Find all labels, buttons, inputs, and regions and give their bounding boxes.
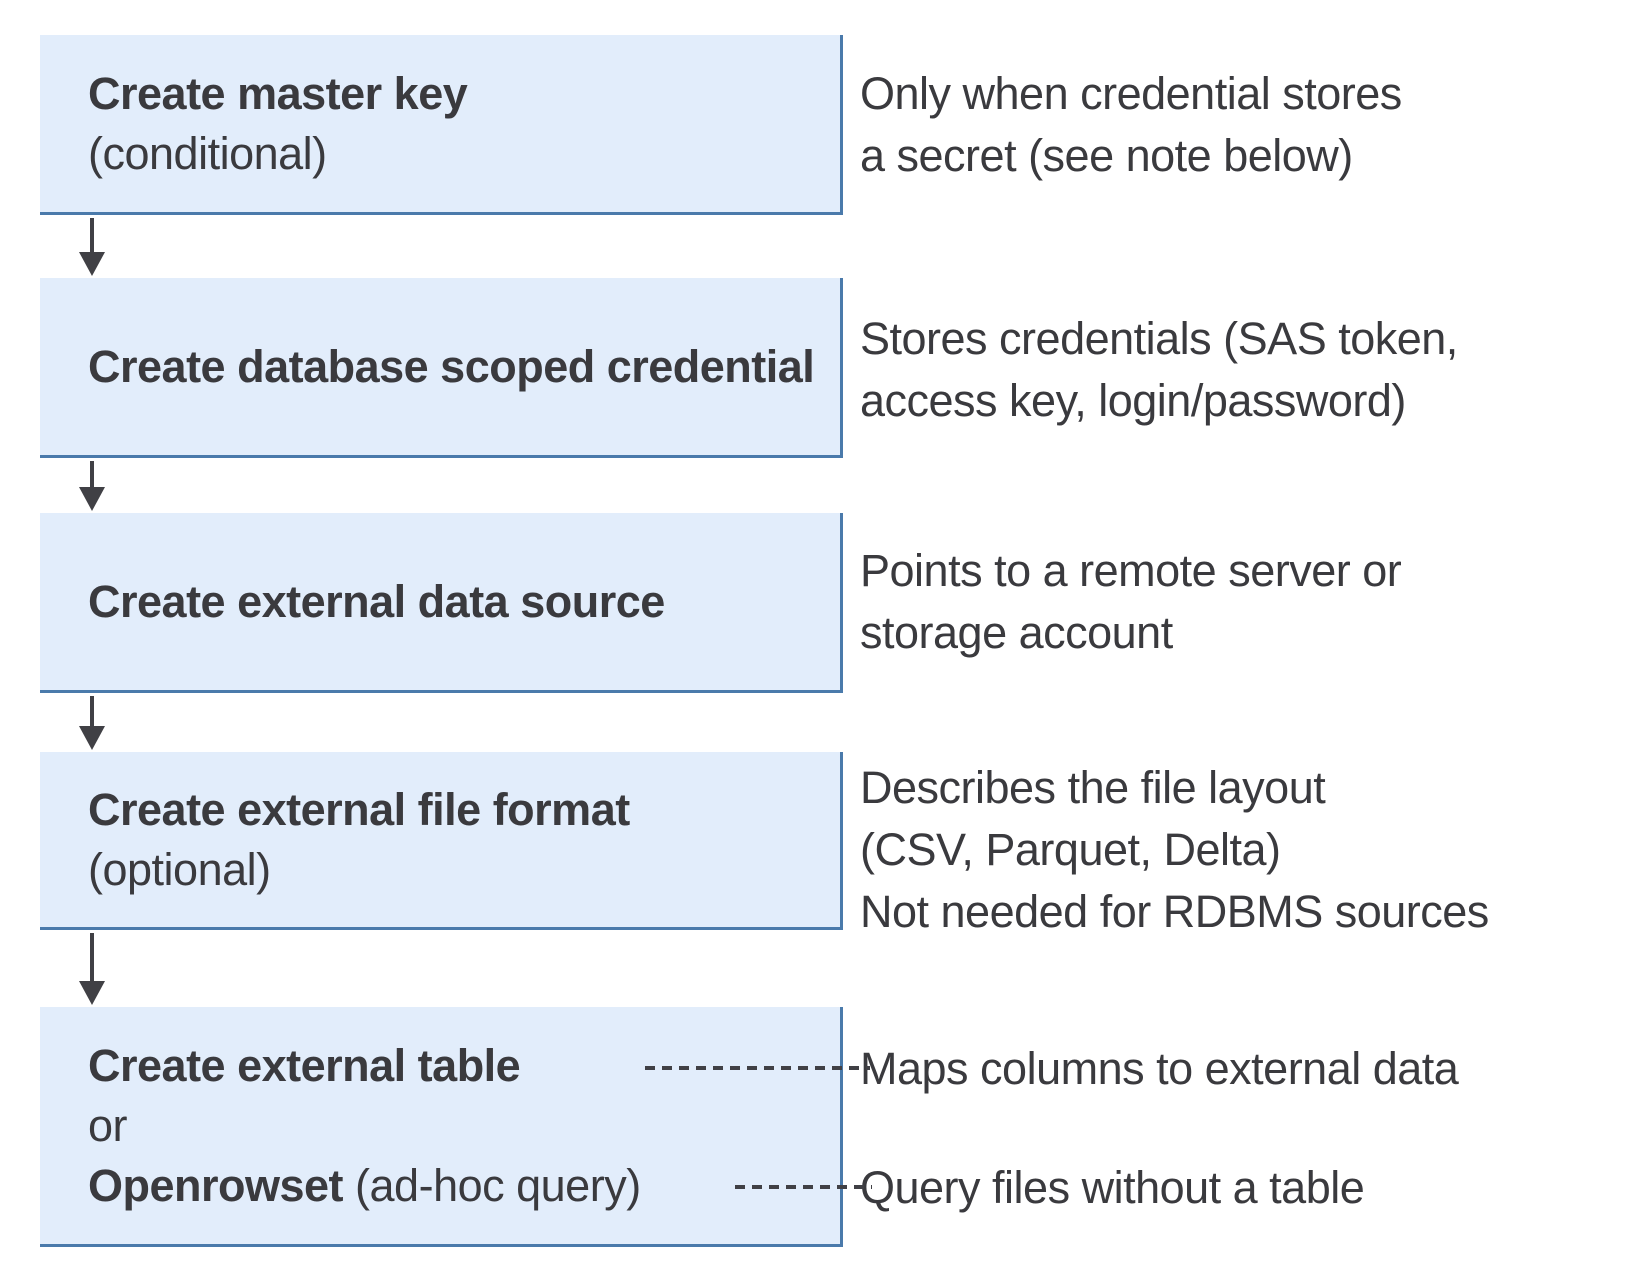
annotation-line: access key, login/password) (860, 375, 1406, 426)
arrow-head-icon (79, 487, 105, 511)
arrow-head-icon (79, 981, 105, 1005)
down-arrow-icon (79, 696, 105, 750)
arrow-stem (90, 461, 94, 491)
step-title: Create master key (88, 67, 468, 119)
step-box-create-master-key: Create master key (conditional) (40, 35, 843, 215)
arrow-stem (90, 933, 94, 985)
annotation-line: Query files without a table (860, 1162, 1365, 1213)
step-title: Create database scoped credential (88, 340, 815, 392)
arrow-head-icon (79, 726, 105, 750)
down-arrow-icon (79, 933, 105, 1005)
down-arrow-icon (79, 461, 105, 511)
step-box-create-database-scoped-credential: Create database scoped credential (40, 278, 843, 458)
step-box-create-external-data-source: Create external data source (40, 513, 843, 693)
step-qualifier: (optional) (88, 843, 271, 895)
annotation-line: Describes the file layout (860, 762, 1326, 813)
openrowset-label: Openrowset (88, 1159, 344, 1211)
annotation-line: Stores credentials (SAS token, (860, 313, 1458, 364)
annotation-data-source: Points to a remote server or storage acc… (860, 540, 1402, 664)
annotation-openrowset: Query files without a table (860, 1157, 1365, 1219)
annotation-line: Only when credential stores (860, 68, 1402, 119)
openrowset-qualifier: (ad-hoc query) (343, 1159, 641, 1211)
annotation-external-table: Maps columns to external data (860, 1038, 1459, 1100)
step-title: Create external file format (88, 783, 630, 835)
step-qualifier: (conditional) (88, 127, 327, 179)
dashed-connector-openrowset (735, 1185, 872, 1189)
down-arrow-icon (79, 218, 105, 276)
arrow-head-icon (79, 252, 105, 276)
annotation-line: Maps columns to external data (860, 1043, 1459, 1094)
annotation-scoped-credential: Stores credentials (SAS token, access ke… (860, 308, 1458, 432)
annotation-line: (CSV, Parquet, Delta) (860, 824, 1281, 875)
annotation-line: storage account (860, 607, 1173, 658)
step-title: Create external data source (88, 575, 665, 627)
arrow-stem (90, 696, 94, 730)
annotation-line: a secret (see note below) (860, 130, 1353, 181)
step-or-label: or (88, 1099, 128, 1151)
annotation-line: Not needed for RDBMS sources (860, 886, 1489, 937)
step-openrowset-line: Openrowset (ad-hoc query) (88, 1156, 818, 1216)
step-box-create-external-table-or-openrowset: Create external table or Openrowset (ad-… (40, 1007, 843, 1247)
annotation-line: Points to a remote server or (860, 545, 1402, 596)
step-title: Create external table (88, 1039, 521, 1091)
annotation-file-format: Describes the file layout (CSV, Parquet,… (860, 757, 1489, 943)
arrow-stem (90, 218, 94, 256)
dashed-connector-external-table (645, 1066, 870, 1070)
step-box-create-external-file-format: Create external file format (optional) (40, 752, 843, 930)
annotation-master-key: Only when credential stores a secret (se… (860, 63, 1402, 187)
